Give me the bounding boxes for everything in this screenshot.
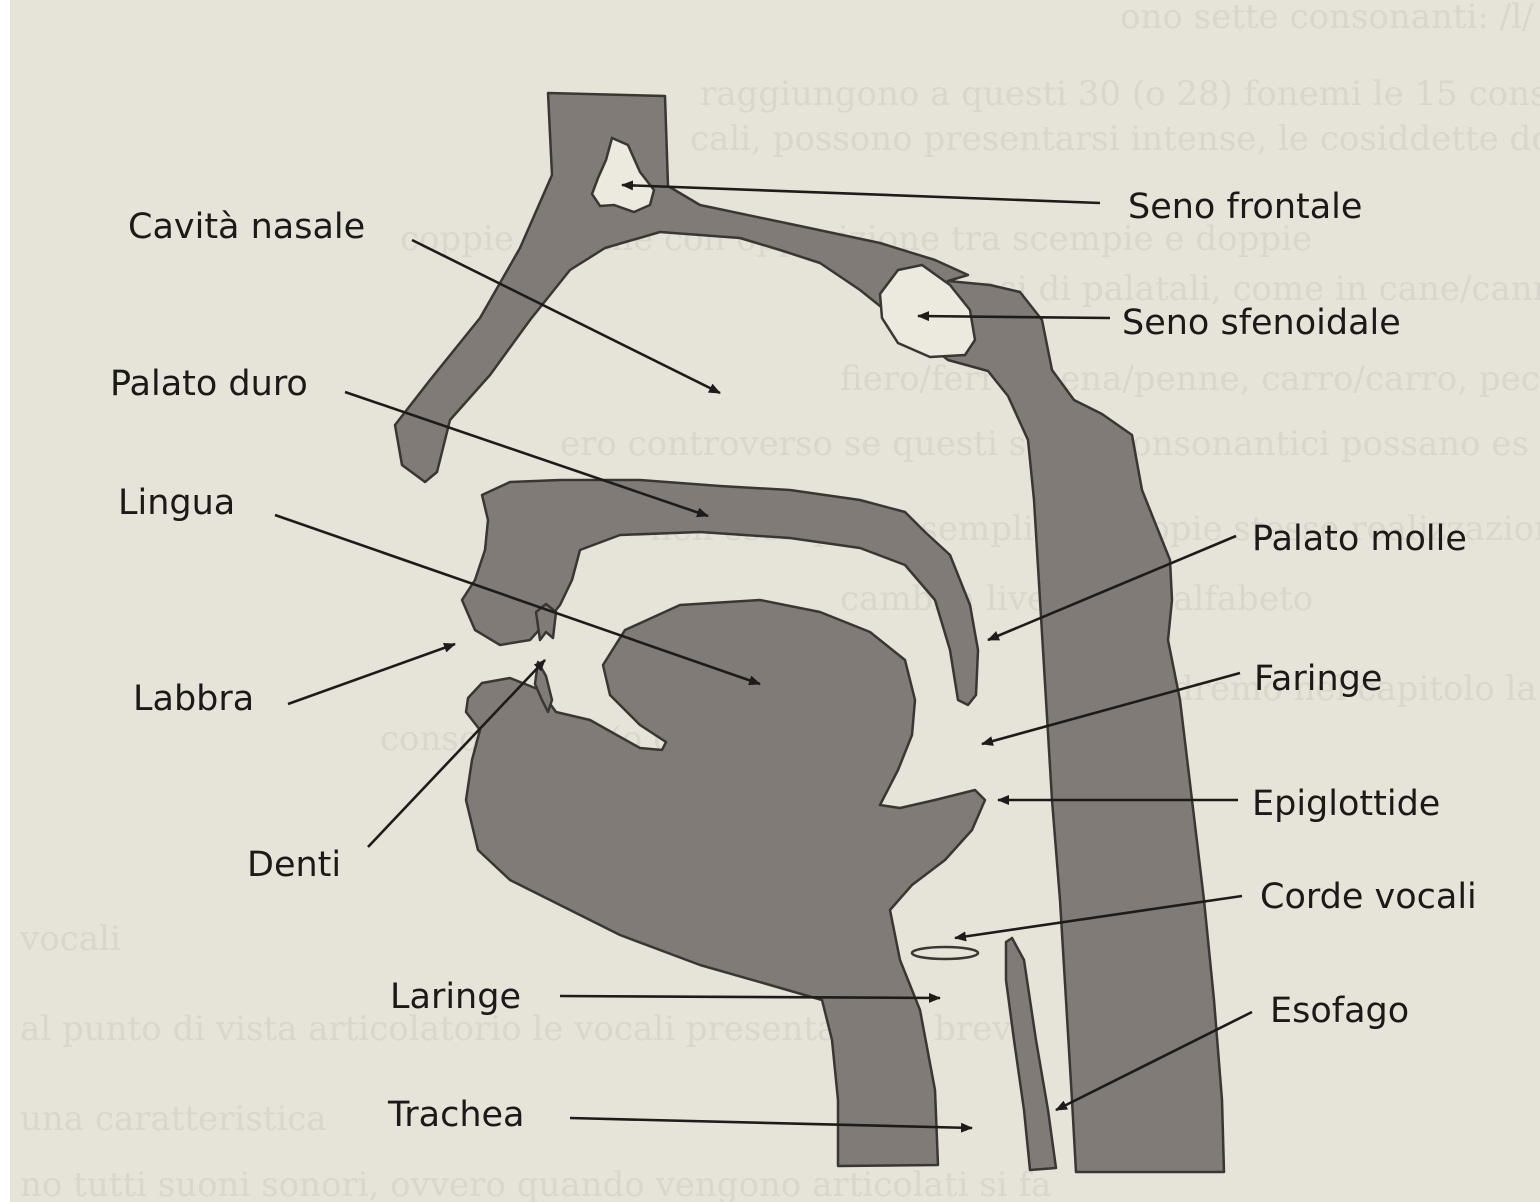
label-labbra: Labbra xyxy=(133,679,254,719)
label-laringe: Laringe xyxy=(390,977,521,1017)
background-text-line: una caratteristica xyxy=(20,1099,327,1139)
label-cavita-nasale: Cavità nasale xyxy=(128,207,365,247)
label-seno-sfenoidale: Seno sfenoidale xyxy=(1122,303,1401,343)
label-esofago: Esofago xyxy=(1270,991,1409,1031)
label-seno-frontale: Seno frontale xyxy=(1128,187,1362,227)
background-text-line: cali, possono presentarsi intense, le co… xyxy=(690,119,1540,159)
label-epiglottide: Epiglottide xyxy=(1252,784,1440,824)
label-corde-vocali: Corde vocali xyxy=(1260,877,1477,917)
label-palato-duro: Palato duro xyxy=(110,364,308,404)
label-trachea: Trachea xyxy=(387,1095,524,1135)
background-text-line: no tutti suoni sonori, ovvero quando ven… xyxy=(20,1165,1051,1202)
background-text-line: vocali xyxy=(19,919,121,959)
label-faringe: Faringe xyxy=(1254,659,1382,699)
label-denti: Denti xyxy=(247,845,341,885)
vocal-cords xyxy=(912,947,978,959)
label-palato-molle: Palato molle xyxy=(1252,519,1467,559)
background-text-line: ono sette consonanti: /l/ (in Italiano) xyxy=(1120,0,1540,37)
background-text-line: raggiungono a questi 30 (o 28) fonemi le… xyxy=(700,74,1540,114)
label-lingua: Lingua xyxy=(118,483,235,523)
background-text-line: fiero/ferro, pena/penne, carro/carro, pe… xyxy=(840,359,1540,399)
